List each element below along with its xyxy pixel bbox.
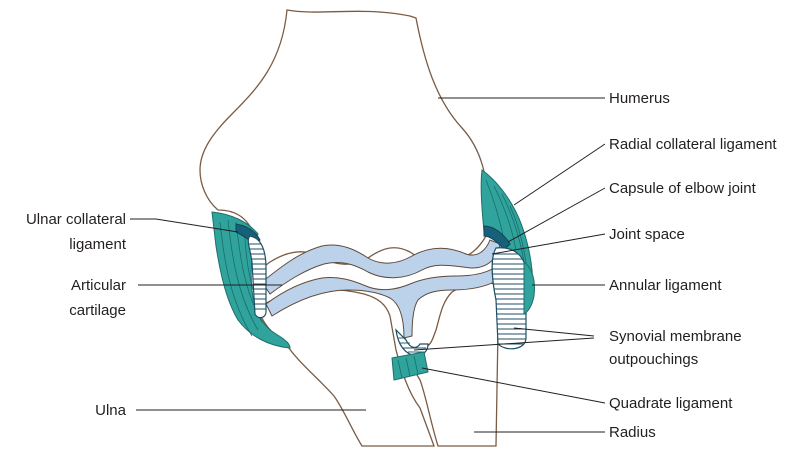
label-articular-line1: Articular <box>71 277 126 294</box>
label-humerus: Humerus <box>609 90 670 107</box>
label-quadrate-ligament: Quadrate ligament <box>609 395 733 412</box>
label-radius: Radius <box>609 424 656 441</box>
label-joint-space: Joint space <box>609 226 685 243</box>
label-synovial-membrane-line2: outpouchings <box>609 351 698 368</box>
label-capsule-of-elbow-joint: Capsule of elbow joint <box>609 180 757 197</box>
label-ulna: Ulna <box>95 402 127 419</box>
label-ulnar-collateral-line2: ligament <box>69 236 127 253</box>
label-synovial-membrane-line1: Synovial membrane <box>609 328 742 345</box>
leader-capsule <box>508 188 605 242</box>
label-articular-line2: cartilage <box>69 302 126 319</box>
label-annular-ligament: Annular ligament <box>609 277 722 294</box>
label-radial-collateral-ligament: Radial collateral ligament <box>609 136 777 153</box>
annular-ligament <box>524 262 535 314</box>
label-ulnar-collateral-line1: Ulnar collateral <box>26 211 126 228</box>
